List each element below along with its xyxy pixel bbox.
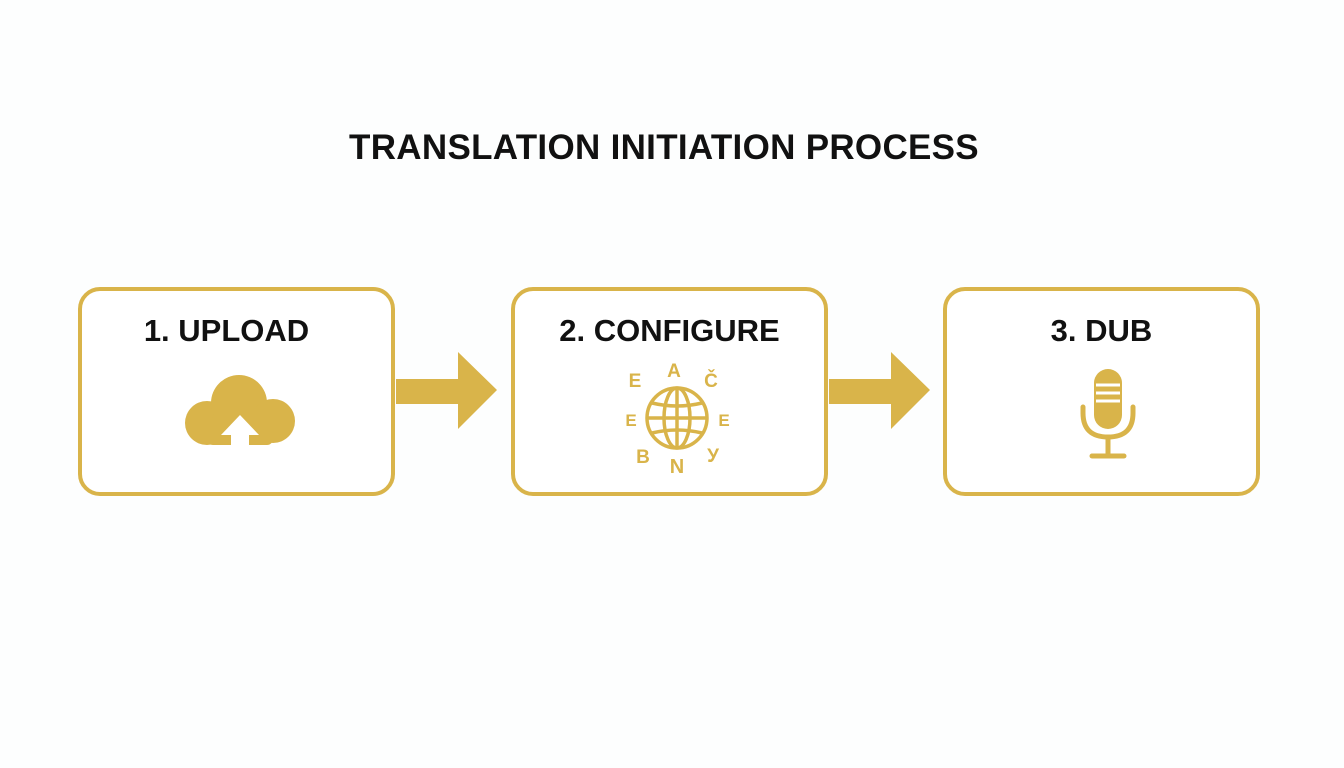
arrow-right-icon [396,352,497,429]
cloud-upload-icon [185,375,295,449]
step-configure-box: 2. CONFIGURE E A Č E E B N У [511,287,828,496]
globe-letter: E [718,411,729,430]
diagram-title: TRANSLATION INITIATION PROCESS [349,128,979,167]
globe-letter: Č [704,370,718,392]
globe-letter: У [707,446,719,467]
globe-letter: A [667,361,681,382]
globe-letter: B [636,447,650,468]
step-upload-box: 1. UPLOAD [78,287,395,496]
step-dub-label: 3. DUB [1050,313,1153,348]
step-configure-label: 2. CONFIGURE [559,313,780,348]
microphone-icon [1080,369,1136,459]
globe-letter: E [629,371,642,392]
globe-letters-icon: E A Č E E B N У [625,361,729,478]
globe-letter: E [625,411,636,430]
arrow-right-icon [829,352,930,429]
step-dub-box: 3. DUB [943,287,1260,496]
step-upload-label: 1. UPLOAD [143,313,310,348]
globe-letter: N [670,456,684,478]
